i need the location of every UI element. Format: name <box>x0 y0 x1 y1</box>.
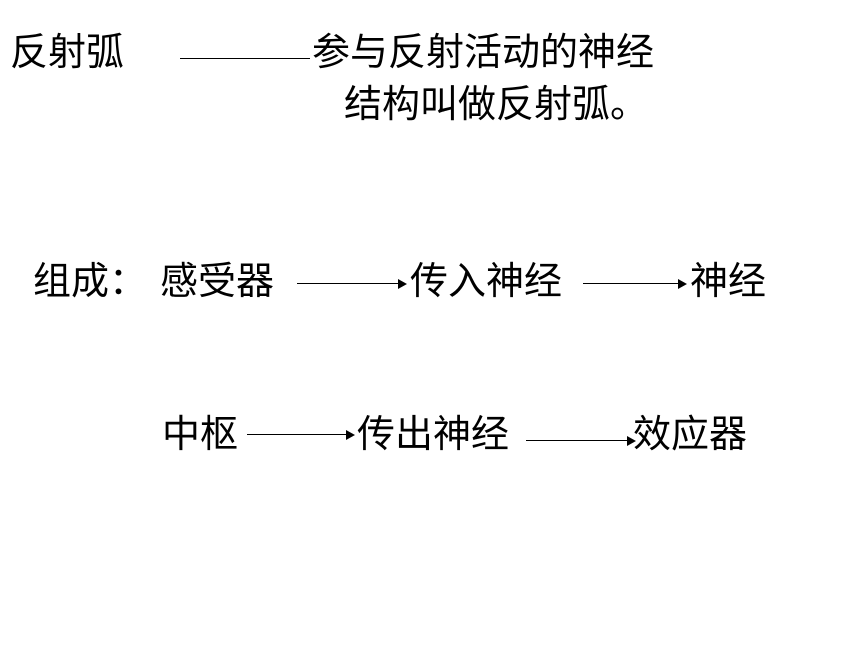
component-nerve-center-part1: 神经 <box>690 259 767 303</box>
component-effector: 效应器 <box>633 412 748 456</box>
definition-text-line2: 结构叫做反射弧。 <box>344 82 649 126</box>
component-receptor: 感受器 <box>160 259 275 303</box>
arrow-head-icon <box>398 279 407 289</box>
arrow-efferent-to-effector <box>526 436 636 446</box>
arrow-center-to-efferent <box>247 430 355 440</box>
arrow-head-icon <box>678 279 687 289</box>
arrow-afferent-to-center <box>583 279 687 289</box>
component-afferent-nerve: 传入神经 <box>410 259 563 303</box>
arrow-receptor-to-afferent <box>297 279 407 289</box>
arrow-head-icon <box>627 436 636 446</box>
definition-text-line1: 参与反射活动的神经 <box>312 30 655 74</box>
arrow-head-icon <box>346 430 355 440</box>
component-efferent-nerve: 传出神经 <box>357 412 510 456</box>
term-title: 反射弧 <box>10 30 125 74</box>
composition-label: 组成： <box>33 259 148 303</box>
component-nerve-center-part2: 中枢 <box>162 412 239 456</box>
definition-connector-line <box>180 58 310 59</box>
